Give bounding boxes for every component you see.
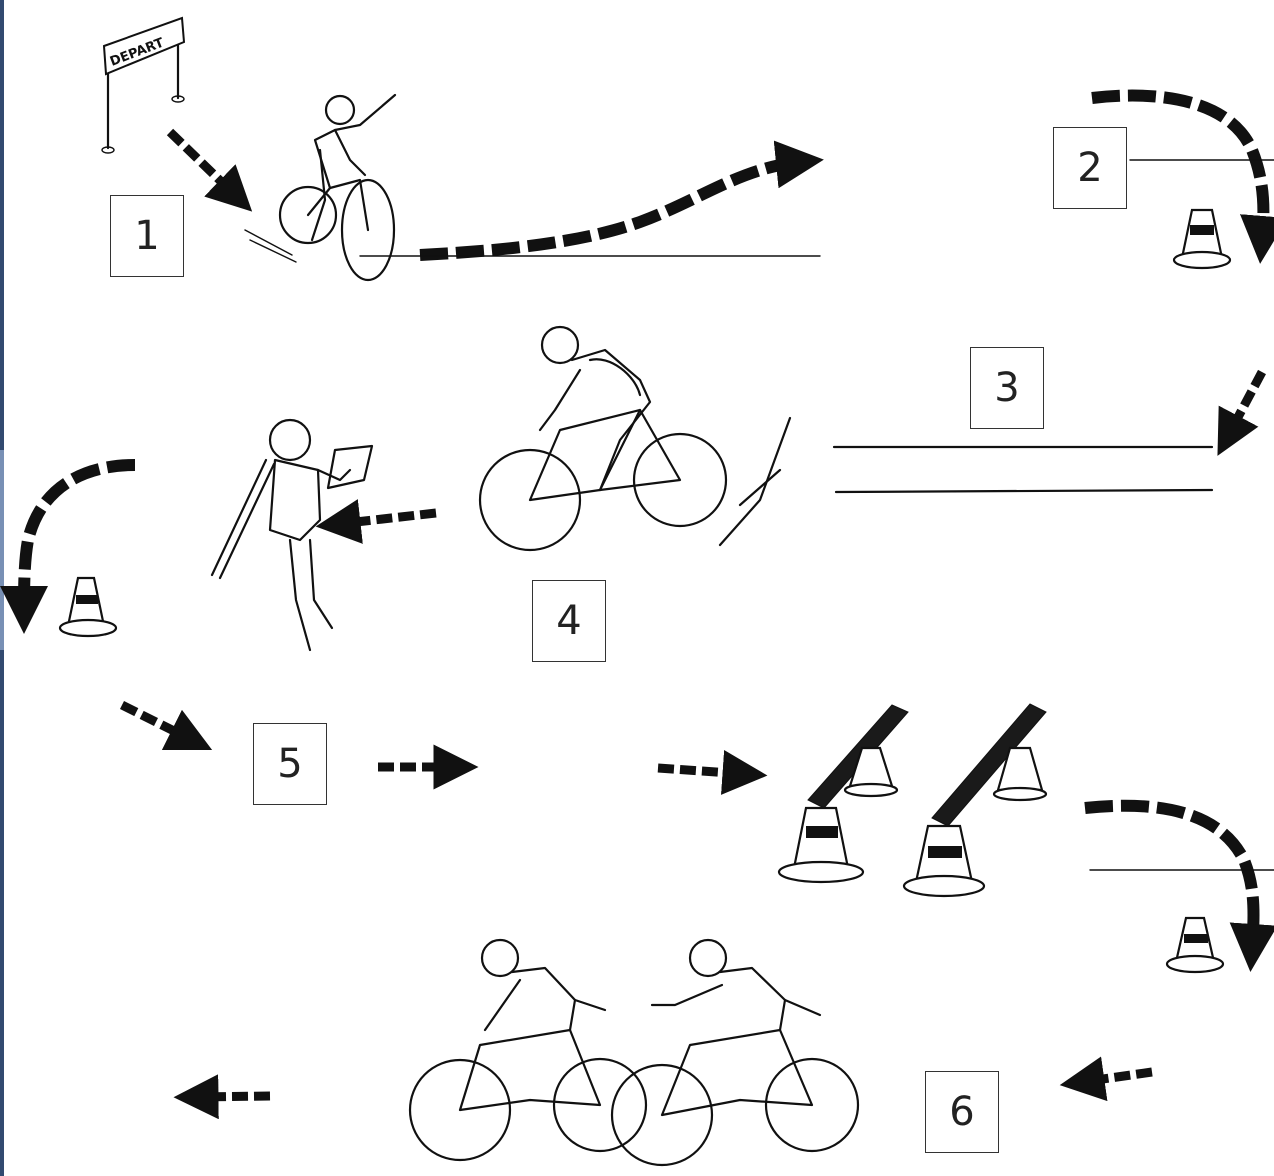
station-4-label: 4: [532, 580, 606, 662]
arrow-start-to-1: [170, 132, 236, 196]
station-5-label: 5: [253, 723, 327, 805]
cyclist-pair-rear: [410, 940, 646, 1160]
arrow-station-1-wave: [420, 162, 800, 255]
station-1-label: 1: [110, 195, 184, 277]
cyclist-pair-front: [612, 940, 858, 1165]
arrow-into-station-6: [1082, 1072, 1152, 1082]
arrow-station-5-b: [658, 768, 745, 774]
cyclist-station-4: [480, 327, 790, 550]
arrow-station-4-to-girl: [338, 513, 436, 524]
cone-station-6: [1167, 918, 1223, 972]
station-6-label: 6: [925, 1071, 999, 1153]
girl-with-clipboard: [212, 420, 372, 650]
cyclist-waving: [245, 95, 395, 280]
arrow-right-curve: [1085, 806, 1254, 948]
arrow-finish: [196, 1096, 270, 1097]
plank-ramp-1: [779, 705, 908, 882]
cone-station-2: [1174, 210, 1230, 268]
arrow-to-station-5: [122, 705, 192, 740]
station-3-label: 3: [970, 347, 1044, 429]
lane-line-bottom: [836, 490, 1212, 492]
cone-left: [60, 578, 116, 636]
plank-ramp-2: [904, 704, 1046, 896]
station-2-label: 2: [1053, 127, 1127, 209]
arrow-into-station-3: [1228, 372, 1262, 436]
